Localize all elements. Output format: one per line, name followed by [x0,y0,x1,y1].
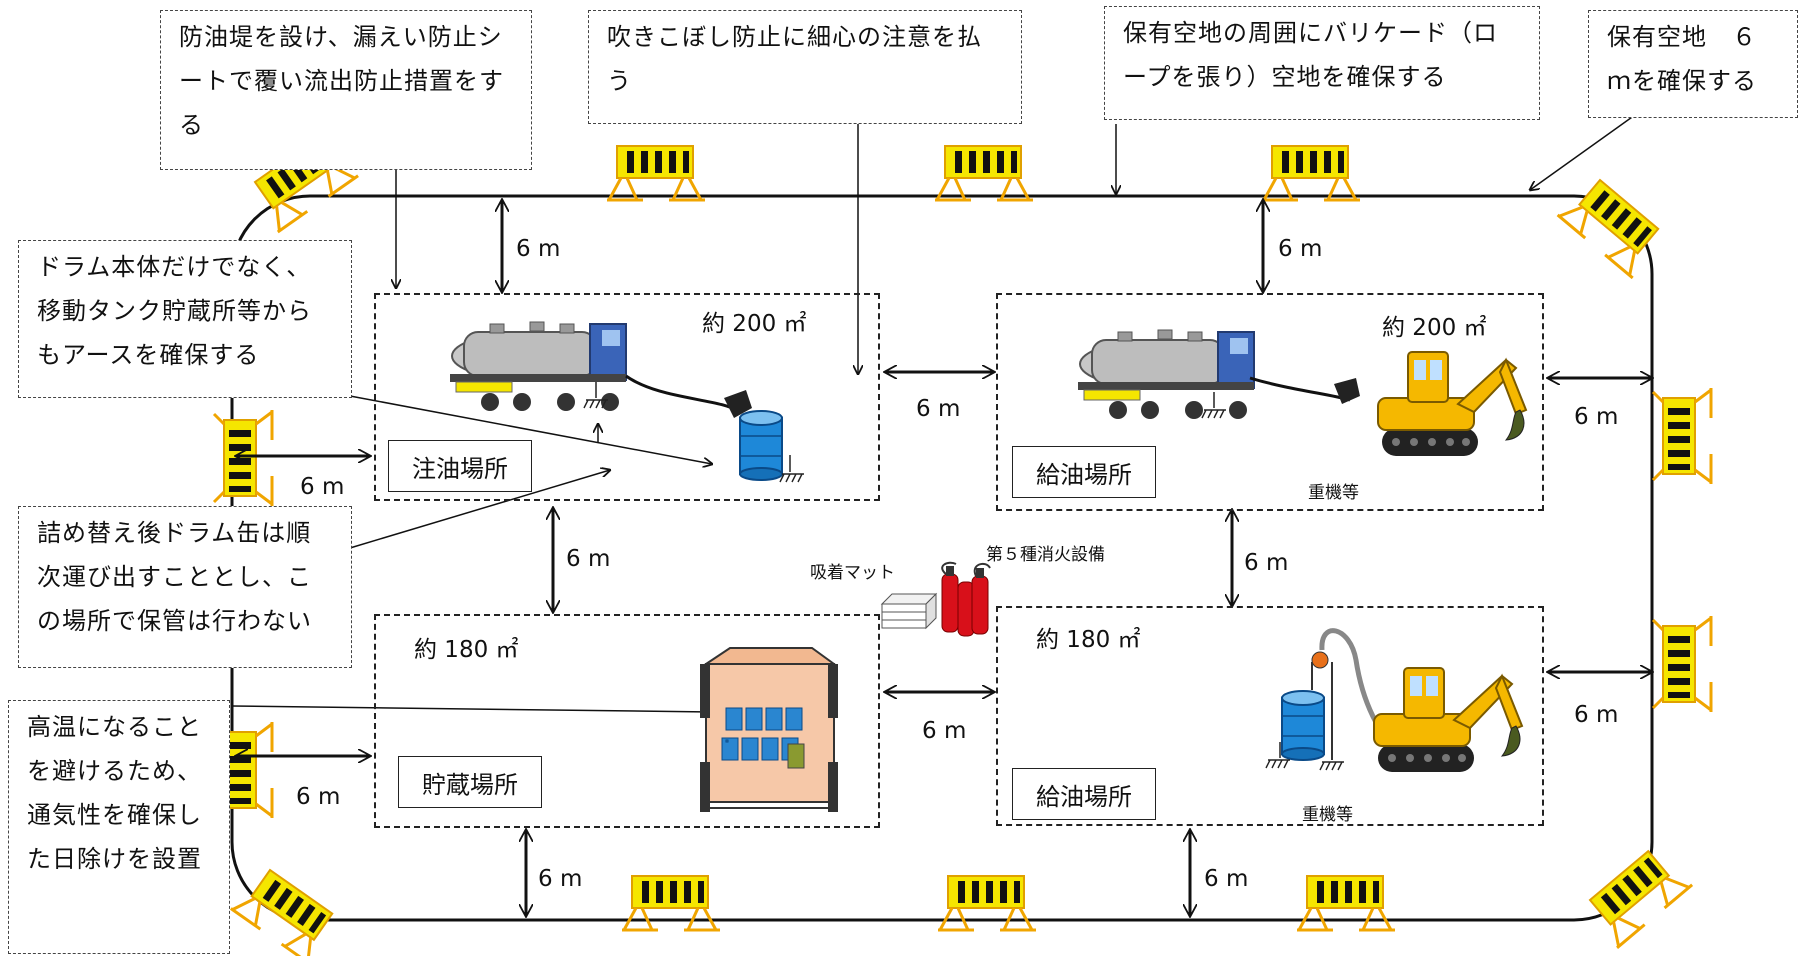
heavy-machine-label: 重機等 [1308,483,1359,503]
note-clearance: 保有空地 ６ｍを確保する [1588,10,1798,118]
distance-label: 6 m [566,546,611,572]
distance-label: 6 m [516,236,561,262]
note-carry-out: 詰め替え後ドラム缶は順次運び出すこととし、この場所で保管は行わない [18,506,352,668]
distance-label: 6 m [1278,236,1323,262]
note-earthing: ドラム本体だけでなく、移動タンク貯蔵所等からもアースを確保する [18,240,352,398]
distance-label: 6 m [922,718,967,744]
fill-area-label: 注油場所 [388,440,532,492]
distance-label: 6 m [916,396,961,422]
area-supply-bottom [996,606,1544,826]
note-oil-dike: 防油堤を設け、漏えい防止シートで覆い流出防止措置をする [160,10,532,170]
distance-label: 6 m [538,866,583,892]
area-fill [374,293,880,501]
extinguisher-label: 第５種消火設備 [986,545,1105,565]
note-spill-prevention: 吹きこぼし防止に細心の注意を払う [588,10,1022,124]
supply-top-size: 約 200 ㎡ [1382,315,1487,341]
supply-top-label: 給油場所 [1012,446,1156,498]
heavy-machine-label: 重機等 [1302,805,1353,825]
distance-label: 6 m [1574,702,1619,728]
note-barricade: 保有空地の周囲にバリケード（ロープを張り）空地を確保する [1104,6,1540,120]
storage-area-label: 貯蔵場所 [398,756,542,808]
distance-label: 6 m [1244,550,1289,576]
absorbent-mat-label: 吸着マット [810,563,895,583]
distance-label: 6 m [296,784,341,810]
distance-label: 6 m [300,474,345,500]
supply-bottom-label: 給油場所 [1012,768,1156,820]
fill-area-size: 約 200 ㎡ [702,311,807,337]
distance-label: 6 m [1204,866,1249,892]
area-storage [374,614,880,828]
storage-area-size: 約 180 ㎡ [414,637,519,663]
distance-label: 6 m [1574,404,1619,430]
area-supply-top [996,293,1544,511]
note-sunshade: 高温になることを避けるため、通気性を確保した日除けを設置 [8,700,230,954]
supply-bottom-size: 約 180 ㎡ [1036,627,1141,653]
